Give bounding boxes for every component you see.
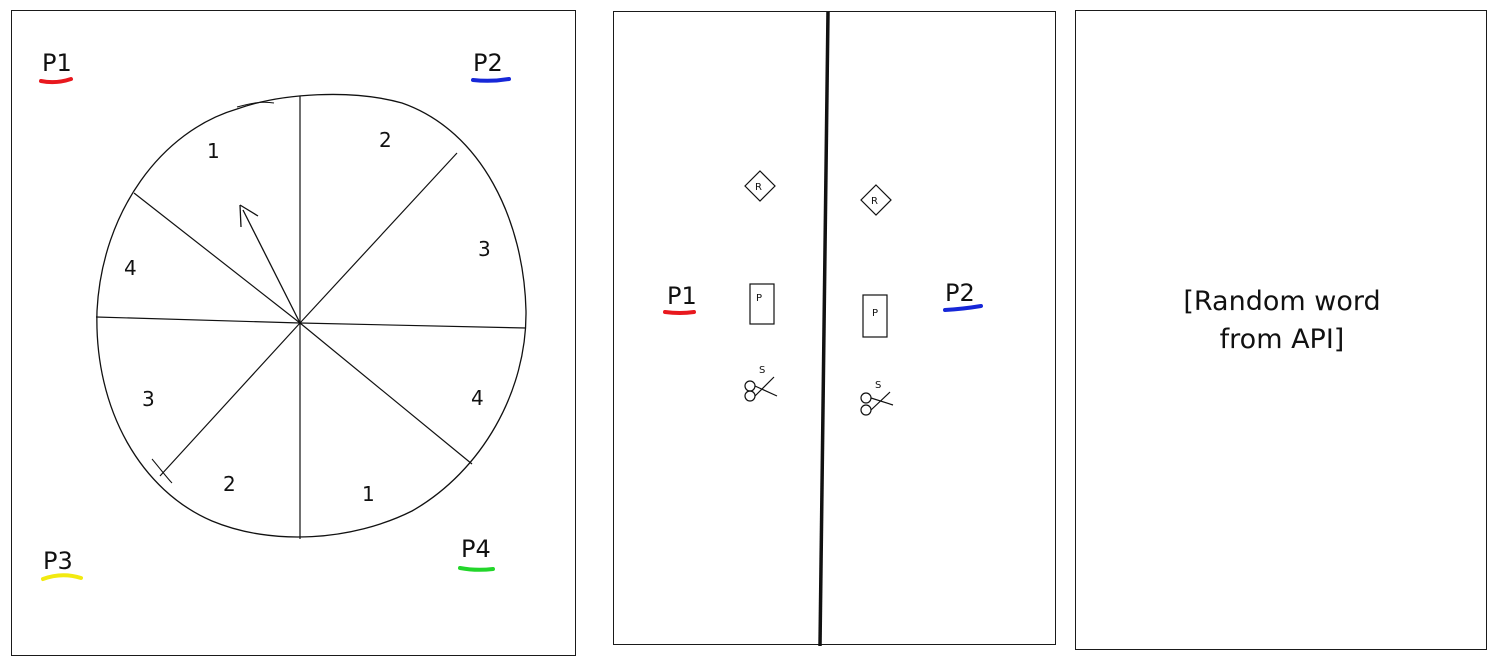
wheel-segment-label: 2: [223, 472, 236, 496]
player-underline-p1: [39, 77, 73, 85]
paper-choice-button[interactable]: P: [862, 294, 888, 338]
paper-choice-button[interactable]: P: [749, 283, 775, 325]
paper-choice-label: P: [756, 293, 762, 304]
paper-choice-label: P: [872, 308, 878, 319]
player-label-p3: P3: [43, 547, 73, 575]
spinner-wheel[interactable]: [95, 93, 527, 539]
scissors-choice-label: S: [875, 380, 881, 391]
rock-choice-button[interactable]: R: [860, 184, 892, 216]
scissors-choice-label: S: [759, 365, 765, 376]
word-panel: [Random word from API]: [1075, 10, 1487, 650]
rock-choice-label: R: [871, 196, 878, 207]
wheel-segment-label: 3: [142, 387, 155, 411]
wheel-segment-label: 3: [478, 237, 491, 261]
player-underline-p4: [458, 566, 495, 572]
wheel-segment-label: 1: [362, 482, 375, 506]
rps-panel: P1 P2 R P S R P: [613, 11, 1056, 646]
player-divider: [818, 12, 830, 646]
wheel-segment-label: 1: [207, 139, 220, 163]
random-word-text: [Random word from API]: [1076, 283, 1488, 359]
player-underline-p2: [471, 77, 511, 83]
spinner-panel: P1 P2 P3 P4 2 3 4 1 2 3 4 1: [11, 10, 576, 656]
player-label-p1: P1: [667, 282, 697, 310]
random-word-line-2: from API]: [1219, 324, 1345, 355]
player-label-p2: P2: [473, 49, 503, 77]
player-underline-p2: [943, 304, 983, 312]
wheel-segment-label: 2: [379, 128, 392, 152]
player-underline-p1: [663, 310, 696, 315]
player-underline-p3: [41, 573, 83, 581]
wheel-segment-label: 4: [471, 386, 484, 410]
player-label-p2: P2: [945, 279, 975, 307]
player-label-p1: P1: [42, 49, 72, 77]
spinner-arrow-icon: [239, 204, 301, 324]
scissors-choice-button[interactable]: S: [744, 365, 778, 402]
player-label-p4: P4: [461, 535, 491, 563]
rock-choice-button[interactable]: R: [744, 170, 776, 202]
wheel-segment-label: 4: [124, 256, 137, 280]
scissors-choice-button[interactable]: S: [860, 380, 894, 416]
rock-choice-label: R: [755, 182, 762, 193]
random-word-line-1: [Random word: [1183, 286, 1381, 317]
